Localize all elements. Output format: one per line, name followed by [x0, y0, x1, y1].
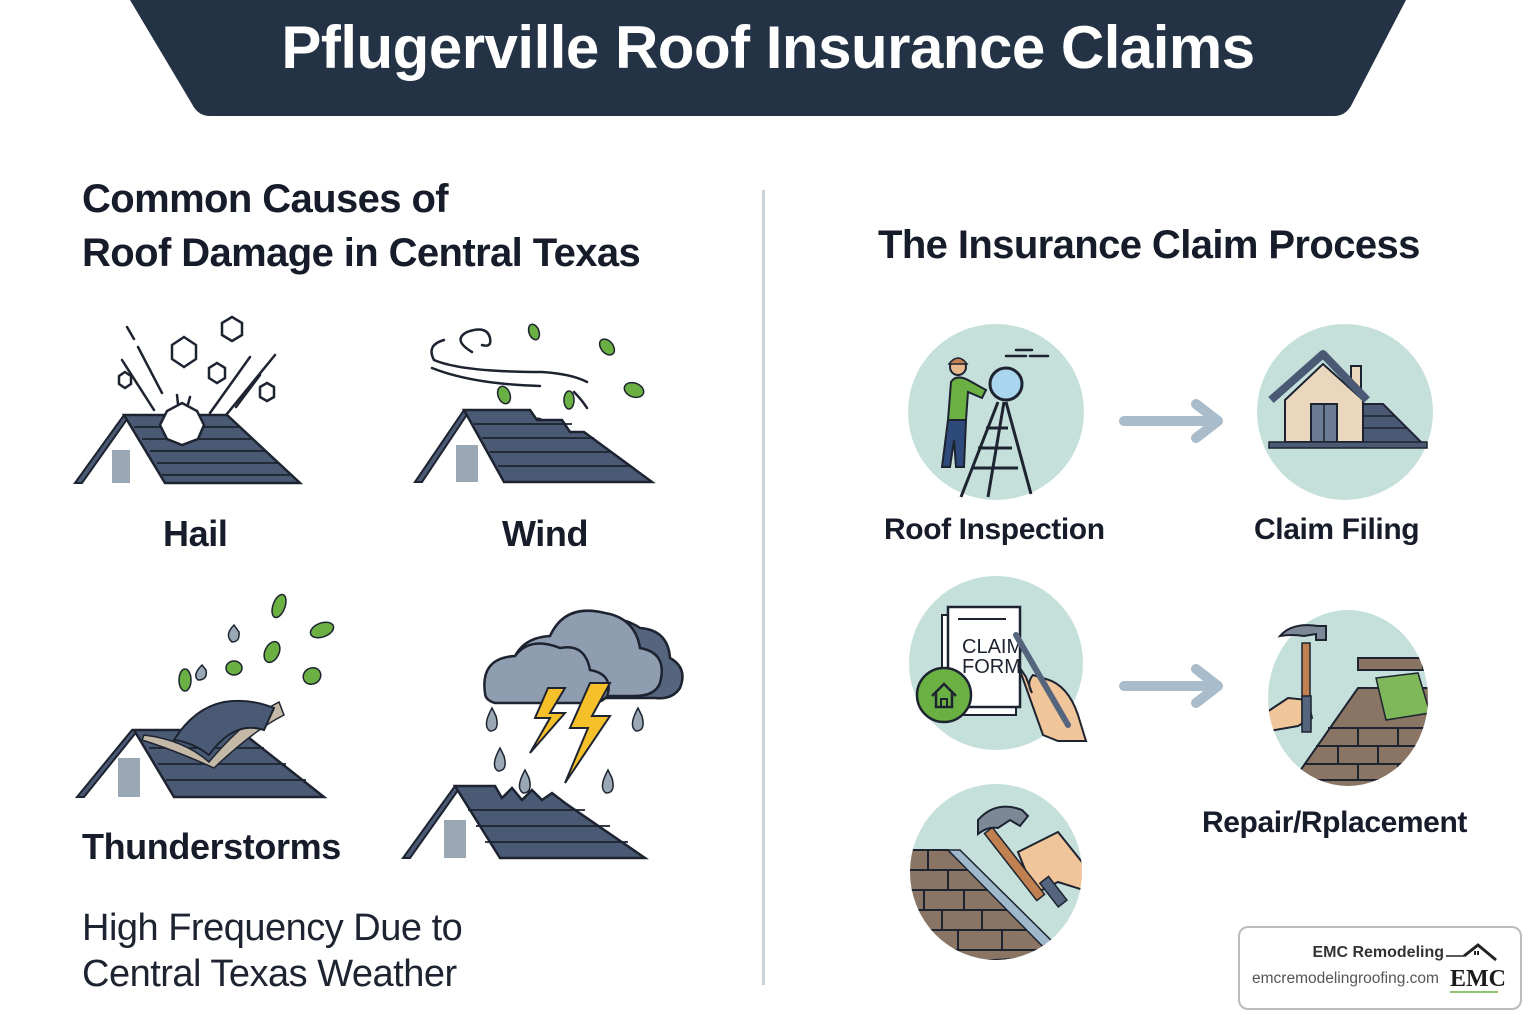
- step-label-roof-inspection: Roof Inspection: [884, 513, 1105, 546]
- page-title: Pflugerville Roof Insurance Claims: [281, 14, 1255, 81]
- step-label-repair-replacement: Repair/Rplacement: [1202, 806, 1467, 839]
- claim-form-icon: CLAIM FORM: [909, 576, 1088, 750]
- causes-heading: Common Causes of Roof Damage in Central …: [82, 172, 641, 280]
- process-heading: The Insurance Claim Process: [878, 223, 1420, 267]
- thunderstorm-roof-icon: [74, 593, 335, 799]
- section-divider: [762, 190, 765, 985]
- house-icon: [1257, 324, 1433, 500]
- emc-logo-text: EMC: [1450, 966, 1506, 992]
- causes-heading-line1: Common Causes of: [82, 177, 449, 221]
- claim-form-text-1: CLAIM: [962, 636, 1023, 658]
- brand-name: EMC Remodeling: [1312, 944, 1444, 961]
- causes-heading-line2: Roof Damage in Central Texas: [82, 231, 641, 275]
- weather-note-line2: Central Texas Weather: [82, 953, 457, 995]
- hammer-shingles-icon: [1268, 610, 1428, 786]
- title-banner: Pflugerville Roof Insurance Claims: [0, 0, 1536, 118]
- step-label-claim-filing: Claim Filing: [1254, 513, 1420, 546]
- brand-url[interactable]: emcremodelingroofing.com: [1252, 970, 1439, 987]
- cause-label-hail: Hail: [163, 513, 228, 554]
- arrow-right-icon: [1119, 399, 1223, 443]
- hail-roof-icon: [73, 315, 304, 485]
- emc-logo-icon: EMC: [1446, 943, 1506, 993]
- inspector-ladder-icon: [908, 324, 1084, 500]
- cause-label-wind: Wind: [502, 513, 589, 554]
- brand-card[interactable]: EMC Remodeling emcremodelingroofing.com …: [1238, 926, 1522, 1010]
- hammer-roof-icon: [910, 784, 1082, 960]
- cause-label-thunderstorms: Thunderstorms: [82, 826, 341, 867]
- weather-note-line1: High Frequency Due to: [82, 907, 463, 949]
- wind-roof-icon: [413, 323, 656, 484]
- claim-form-text-2: FORM: [962, 656, 1021, 678]
- lightning-rain-roof-icon: [401, 609, 684, 860]
- arrow-right-icon-2: [1119, 664, 1223, 708]
- weather-note: High Frequency Due to Central Texas Weat…: [82, 905, 463, 997]
